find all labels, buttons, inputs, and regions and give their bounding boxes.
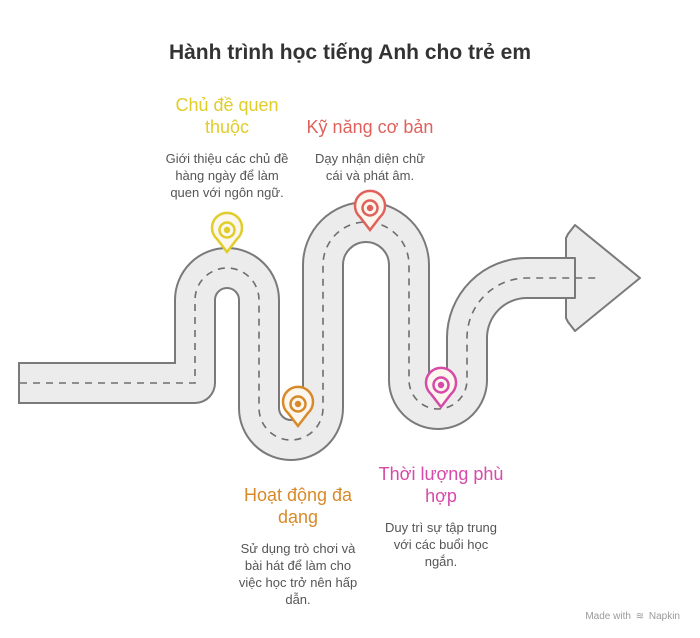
milestone-title: Chủ đề quen thuộc [147,94,307,138]
milestone-title-line: thuộc [204,117,250,137]
footer-prefix: Made with [585,611,631,622]
milestone-desc-line: việc học trở nên hấp [238,575,358,590]
milestone-desc-line: Giới thiệu các chủ đề [165,151,289,166]
location-pin-icon [281,385,315,429]
napkin-logo-icon: ≋ [635,611,645,622]
footer-brand: Napkin [648,611,680,622]
milestone-desc-line: Dạy nhận diện chữ [315,151,425,166]
milestone-varied-activities: Hoạt động đa dạng Sử dụng trò chơi và bà… [218,484,378,608]
milestone-description: Sử dụng trò chơi và bài hát để làm cho v… [218,540,378,608]
milestone-title-line: Thời lượng phù [378,464,504,484]
milestone-desc-line: dẫn. [285,592,311,607]
milestone-description: Giới thiệu các chủ đề hàng ngày để làm q… [147,150,307,201]
milestone-suitable-duration: Thời lượng phù hợp Duy trì sự tập trung … [361,463,521,570]
road-left-cap [18,363,20,403]
milestone-desc-line: Sử dụng trò chơi và [240,541,356,556]
location-pin-icon [353,189,387,233]
milestone-desc-line: Duy trì sự tập trung [384,520,498,535]
road-surface [18,203,575,459]
milestone-desc-line: với các buổi học [393,537,489,552]
milestone-familiar-topics: Chủ đề quen thuộc Giới thiệu các chủ đề … [147,94,307,201]
milestone-desc-line: ngắn. [424,554,458,569]
milestone-desc-line: hàng ngày để làm [175,168,279,183]
page-title: Hành trình học tiếng Anh cho trẻ em [168,41,532,64]
milestone-title-line: Kỹ năng cơ bản [306,117,434,137]
milestone-title-line: Chủ đề quen [175,95,279,115]
milestone-desc-line: cái và phát âm. [325,168,415,183]
location-pin-icon [210,211,244,255]
footer-credit: Made with ≋ Napkin [585,611,680,622]
arrow-right-icon [565,224,641,332]
milestone-title: Hoạt động đa dạng [218,484,378,528]
milestone-description: Dạy nhận diện chữ cái và phát âm. [290,150,450,184]
milestone-desc-line: quen với ngôn ngữ. [170,185,284,200]
milestone-description: Duy trì sự tập trung với các buổi học ng… [361,519,521,570]
milestone-basic-skills: Kỹ năng cơ bản Dạy nhận diện chữ cái và … [290,116,450,184]
milestone-title-line: dạng [277,507,319,527]
milestone-title: Kỹ năng cơ bản [290,116,450,138]
milestone-desc-line: bài hát để làm cho [244,558,352,573]
location-pin-icon [424,366,458,410]
milestone-title-line: hợp [425,486,457,506]
milestone-title: Thời lượng phù hợp [361,463,521,507]
milestone-title-line: Hoạt động đa [243,485,353,505]
